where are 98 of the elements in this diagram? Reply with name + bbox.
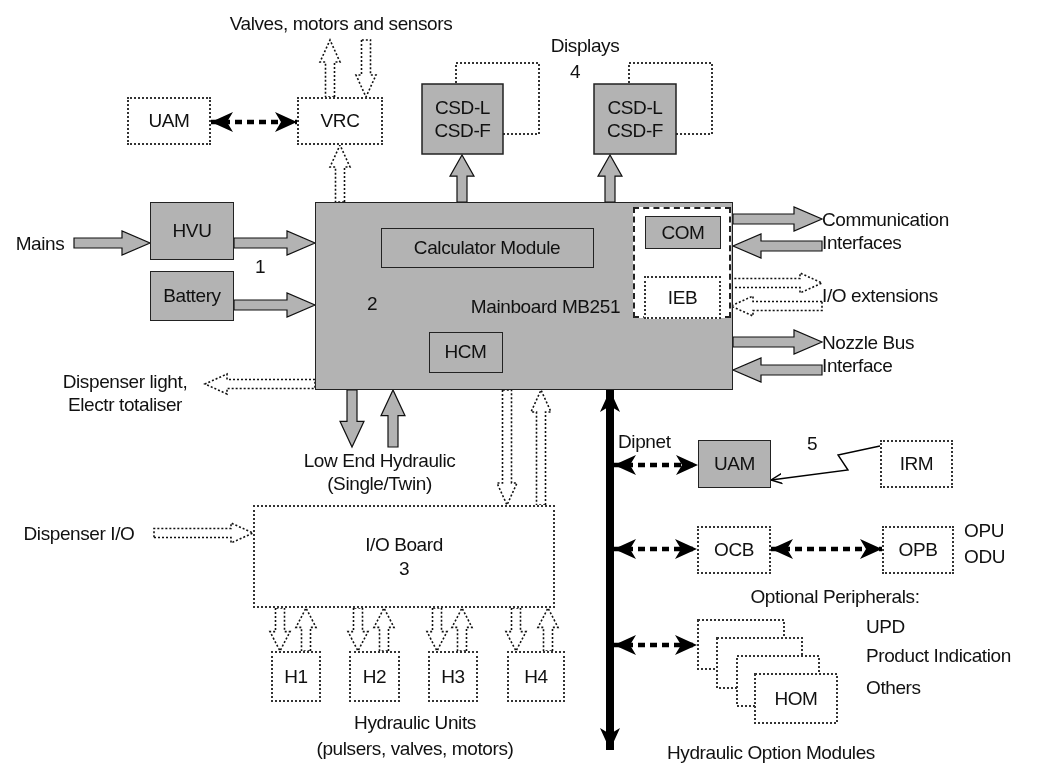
callout-number: 4 xyxy=(568,60,582,84)
dotted-arrow xyxy=(211,112,297,132)
block-arrow xyxy=(339,389,365,449)
block-arrow xyxy=(732,206,824,232)
dotted-arrow xyxy=(771,539,882,559)
dotted-arrow xyxy=(614,635,697,655)
diagram-label: Others xyxy=(866,676,922,700)
lightning-arrow xyxy=(770,445,881,485)
block-arrow xyxy=(448,153,476,203)
diagram-label: Optional Peripherals: xyxy=(749,585,921,609)
module-label: IRM xyxy=(899,452,934,476)
module-box xyxy=(697,526,771,574)
signal-label: Dispenser light, Electr totaliser xyxy=(61,369,189,417)
module-label: Calculator Module xyxy=(413,235,561,260)
block-arrow xyxy=(233,292,317,318)
module-box xyxy=(297,97,383,145)
diagram-label: Displays xyxy=(549,34,621,58)
block-arrow xyxy=(380,388,406,448)
module-label: 3 xyxy=(398,556,410,580)
dotted-block-arrow xyxy=(318,38,342,98)
dotted-block-arrow xyxy=(294,606,318,652)
callout-number: 2 xyxy=(365,292,379,316)
dotted-arrow xyxy=(614,455,698,475)
dotted-block-arrow xyxy=(529,388,553,506)
module-box xyxy=(880,440,953,488)
module-label: HOM xyxy=(774,686,818,711)
dotted-block-arrow xyxy=(425,607,449,653)
module-label: I/O Board xyxy=(365,533,443,557)
module-label: CSD-L xyxy=(435,95,490,119)
module-label: UAM xyxy=(148,109,190,133)
module-box xyxy=(127,97,211,145)
module-box xyxy=(315,202,733,390)
block-arrow xyxy=(732,329,824,355)
signal-label: I/O extensions xyxy=(822,284,938,308)
module-box xyxy=(349,651,400,702)
module-label: CSD-F xyxy=(434,119,491,143)
block-arrow xyxy=(233,230,317,256)
block-arrow xyxy=(731,233,823,259)
diagram-label: Hydraulic Option Modules xyxy=(666,741,876,765)
signal-label: Dispenser I/O xyxy=(23,522,135,546)
block-arrow xyxy=(596,153,624,203)
dotted-block-arrow xyxy=(346,607,370,653)
module-box xyxy=(150,271,234,321)
module-box xyxy=(428,651,478,702)
module-box xyxy=(507,651,565,702)
module-label: CSD-F xyxy=(606,119,664,143)
module-note: ODU xyxy=(964,545,1006,569)
module-label: CSD-L xyxy=(607,95,663,119)
dotted-arrow xyxy=(614,539,697,559)
module-label: Battery xyxy=(163,284,221,308)
signal-label: Nozzle Bus Interface xyxy=(822,330,916,378)
module-label: UAM xyxy=(714,452,755,476)
dotted-block-arrow xyxy=(450,606,474,652)
module-box xyxy=(271,651,321,702)
block-arrow xyxy=(731,357,823,383)
module-box xyxy=(698,440,771,488)
callout-number: 5 xyxy=(805,432,819,456)
module-note: OPU xyxy=(964,519,1004,543)
block-arrow xyxy=(73,230,152,256)
bus-label: Dipnet xyxy=(618,430,671,454)
module-label: COM xyxy=(661,220,705,245)
module-label: HVU xyxy=(172,219,212,243)
dotted-block-arrow xyxy=(268,607,292,653)
diagram-label: Hydraulic Units xyxy=(353,711,477,735)
dotted-block-arrow xyxy=(504,607,528,653)
module-label: H4 xyxy=(524,664,548,689)
dotted-block-arrow xyxy=(203,372,316,396)
module-label: OCB xyxy=(714,538,754,562)
module-label: HCM xyxy=(444,340,487,364)
module-label: OPB xyxy=(898,538,938,562)
module-label: Mainboard MB251 xyxy=(469,295,622,319)
module-box xyxy=(882,526,954,574)
signal-label: Low End Hydraulic (Single/Twin) xyxy=(302,448,457,496)
diagram-label: Product Indication xyxy=(866,644,1012,668)
callout-number: 1 xyxy=(253,255,267,279)
module-label: H2 xyxy=(362,664,387,689)
dotted-block-arrow xyxy=(372,606,396,652)
module-label: H1 xyxy=(284,664,308,689)
dotted-block-arrow xyxy=(354,39,378,99)
signal-label: Valves, motors and sensors xyxy=(229,12,453,36)
extension-group-box xyxy=(632,206,731,318)
diagram-label: UPD xyxy=(866,615,906,639)
dotted-block-arrow xyxy=(153,521,255,545)
module-label: IEB xyxy=(667,285,698,310)
dotted-block-arrow xyxy=(328,143,352,203)
dotted-block-arrow xyxy=(495,389,519,507)
module-box xyxy=(150,202,234,260)
module-label: VRC xyxy=(320,109,360,133)
signal-label: Communication Interfaces xyxy=(822,207,950,255)
module-box xyxy=(644,276,721,319)
module-box xyxy=(253,505,555,608)
dotted-block-arrow xyxy=(536,606,560,652)
module-box xyxy=(380,227,594,268)
module-label: H3 xyxy=(441,664,465,689)
signal-label: Mains xyxy=(15,232,65,256)
module-box xyxy=(645,216,721,249)
diagram-label: (pulsers, valves, motors) xyxy=(315,737,515,761)
module-box xyxy=(428,331,503,373)
